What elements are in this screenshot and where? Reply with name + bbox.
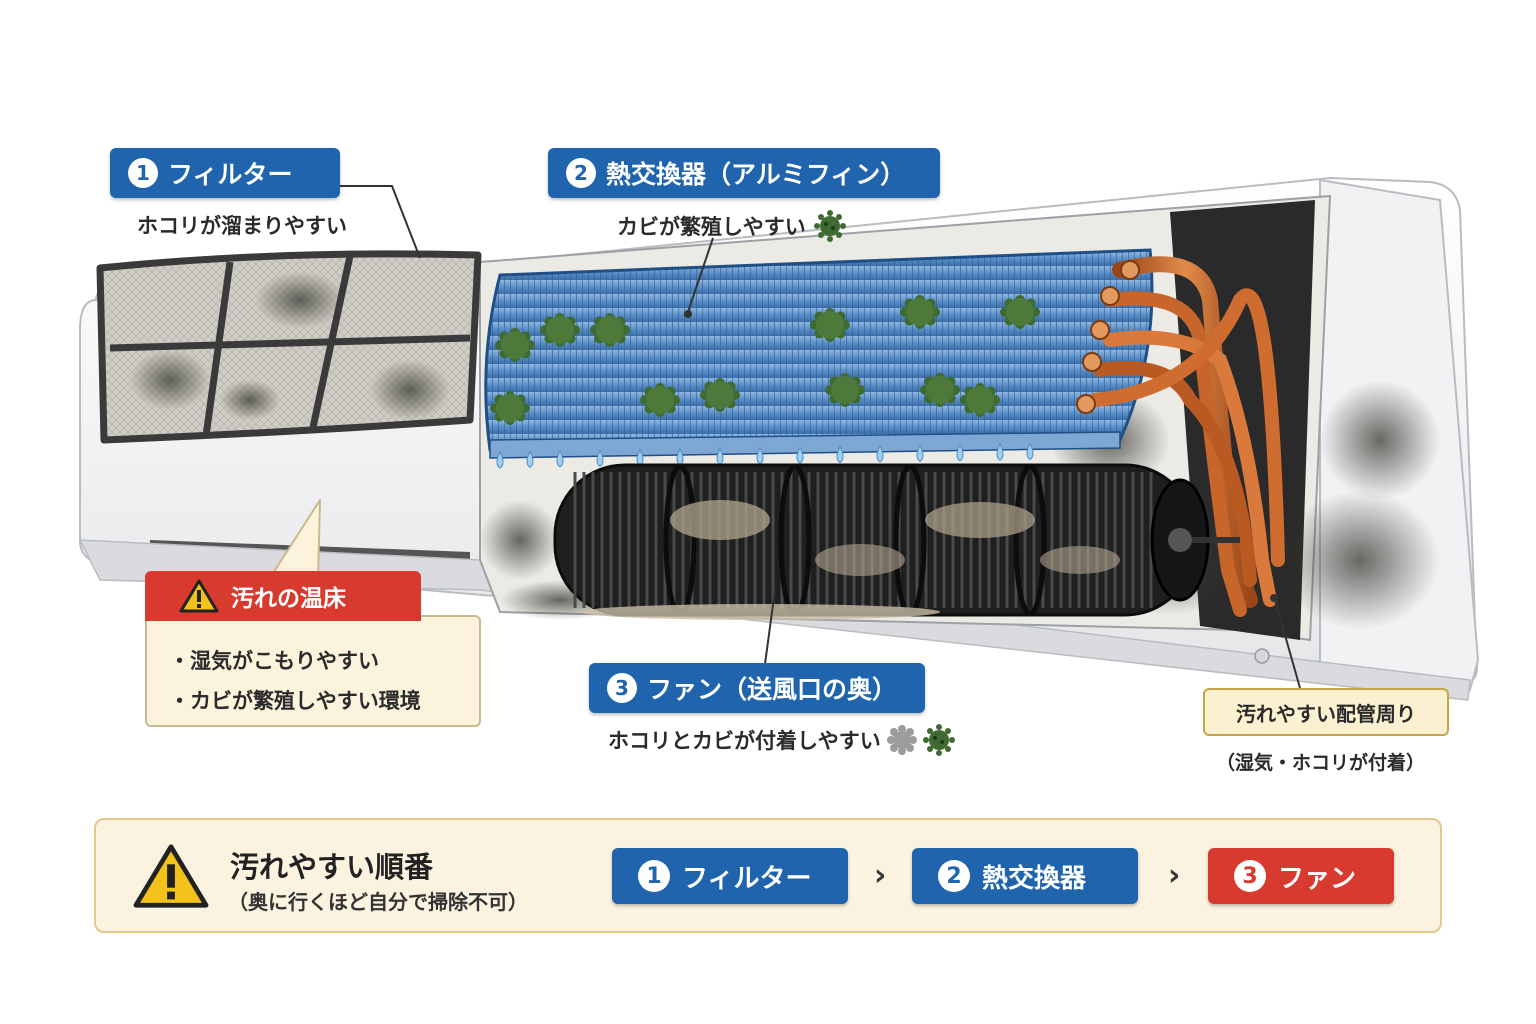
step-label: 熱交換器 — [982, 863, 1087, 894]
mold-spot — [810, 308, 850, 342]
cross-flow-fan — [553, 463, 1240, 620]
screw — [1254, 648, 1270, 664]
mold-spot — [495, 328, 535, 362]
copper-pipes — [1088, 256, 1285, 617]
water-drop — [1026, 442, 1034, 461]
mold-spot — [490, 391, 530, 425]
fan-note: ホコリとカビが付着しやすい — [608, 724, 955, 756]
water-drop — [956, 443, 964, 462]
mold-spot — [640, 383, 680, 417]
piping-tag: 汚れやすい配管周り — [1203, 688, 1449, 736]
hotbed-bullet: ・カビが繁殖しやすい環境 — [169, 689, 421, 713]
mold-spot — [960, 383, 1000, 417]
chevron-right-icon: › — [874, 858, 887, 893]
heat-exchanger — [484, 248, 1154, 459]
water-drop — [596, 449, 604, 467]
heat-exchanger-tag: 2 熱交換器（アルミフィン） — [548, 148, 940, 198]
filter-label: フィルター — [168, 160, 293, 189]
number-badge: 3 — [1234, 860, 1266, 892]
piping-note: （湿気・ホコリが付着） — [1216, 752, 1426, 774]
water-drop — [876, 444, 884, 463]
mold-spot — [825, 373, 865, 407]
filter-note: ホコリが溜まりやすい — [137, 214, 347, 238]
number-badge: 2 — [938, 860, 970, 892]
pipe-ends — [1076, 260, 1140, 414]
number-badge: 1 — [128, 158, 158, 188]
water-drop — [916, 444, 924, 463]
number-badge: 2 — [566, 158, 596, 188]
ranking-subtitle: （奥に行くほど自分で掃除不可） — [228, 890, 528, 914]
water-drop — [836, 445, 844, 464]
mold-spot — [700, 378, 740, 412]
warning-icon — [179, 579, 219, 613]
heat-exchanger-label: 熱交換器（アルミフィン） — [606, 160, 906, 189]
hotbed-header: 汚れの温床 — [145, 571, 421, 621]
fan-label: ファン（送風口の奥） — [647, 675, 898, 704]
ranking-step-filter: 1 フィルター — [612, 848, 848, 904]
mold-spots — [490, 295, 1040, 425]
hotbed-bullet: ・湿気がこもりやすい — [169, 649, 379, 673]
step-label: ファン — [1278, 863, 1357, 894]
mold-spot — [1000, 295, 1040, 329]
filter-tag: 1 フィルター — [110, 148, 340, 198]
heat-exchanger-note: カビが繁殖しやすい — [617, 210, 846, 242]
water-drop — [526, 450, 534, 469]
number-badge: 3 — [607, 673, 637, 703]
mold-spot — [590, 313, 630, 347]
water-drops — [496, 442, 1034, 469]
dust-icon — [886, 725, 917, 755]
ranking-panel: 汚れやすい順番 （奥に行くほど自分で掃除不可） 1 フィルター › 2 熱交換器… — [94, 818, 1442, 933]
mold-icon — [922, 724, 955, 756]
fan-note-text: ホコリとカビが付着しやすい — [608, 729, 881, 753]
water-drop — [996, 443, 1004, 461]
mold-icon — [813, 210, 846, 242]
ranking-step-fan: 3 ファン — [1208, 848, 1394, 904]
number-badge: 1 — [638, 860, 670, 892]
hotbed-title: 汚れの温床 — [231, 586, 346, 612]
heat-exchanger-note-text: カビが繁殖しやすい — [617, 215, 806, 239]
water-drop — [496, 450, 504, 469]
warning-icon — [133, 844, 209, 908]
water-drop — [556, 449, 564, 468]
water-drop — [796, 446, 804, 464]
ranking-step-heat-exchanger: 2 熱交換器 — [912, 848, 1138, 904]
fan-tag: 3 ファン（送風口の奥） — [589, 663, 925, 713]
hotbed-body: ・湿気がこもりやすい ・カビが繁殖しやすい環境 — [145, 615, 481, 727]
step-label: フィルター — [682, 863, 812, 894]
mold-spot — [920, 373, 960, 407]
filter-panel — [96, 250, 482, 444]
hotbed-callout: ・湿気がこもりやすい ・カビが繁殖しやすい環境 汚れの温床 — [145, 571, 481, 727]
mold-spot — [900, 295, 940, 329]
leader-lines — [338, 185, 1301, 689]
ranking-title: 汚れやすい順番 — [230, 850, 434, 884]
chevron-right-icon: › — [1168, 858, 1181, 893]
mold-spot — [540, 313, 580, 347]
